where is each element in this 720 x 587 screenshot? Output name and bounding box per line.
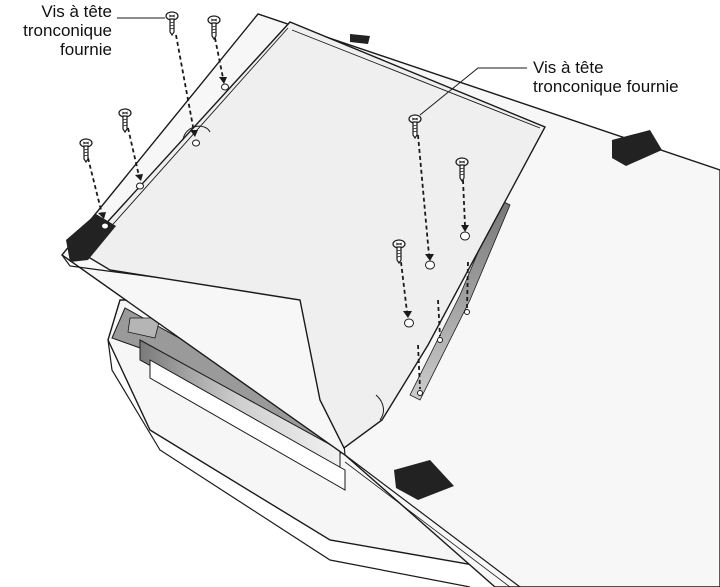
rubber-feet (66, 34, 662, 500)
screw-icon (455, 157, 469, 183)
guide-line (127, 127, 140, 177)
cover-panel (78, 21, 546, 450)
guide-line (417, 134, 430, 256)
screw-icon (165, 11, 179, 37)
arrow-head-icon (425, 254, 434, 261)
screw-hole (221, 83, 229, 91)
arrow-head-icon (219, 77, 227, 84)
callout-leader-right (419, 67, 527, 116)
screw-icon (392, 239, 406, 265)
guide-line (87, 157, 103, 215)
screw-hole (404, 318, 414, 328)
guide-line (437, 299, 441, 337)
screw-icon (79, 138, 93, 164)
arrow-head-icon (190, 130, 198, 137)
screw-hole (464, 309, 470, 315)
guide-lines (87, 34, 469, 390)
guide-line (175, 34, 195, 133)
screw-holes (101, 83, 470, 396)
rubber-foot-top (350, 34, 370, 44)
callout-label-right: Vis à tête tronconique fournie (533, 58, 679, 96)
arrow-heads (98, 77, 469, 318)
guide-line (400, 261, 408, 313)
screw-hole (437, 337, 443, 343)
screw-hole (417, 390, 423, 396)
arrow-head-icon (98, 212, 106, 219)
callout-left-line2: tronconique (23, 21, 112, 40)
screw-hole (101, 222, 109, 230)
callout-right-line2: tronconique fournie (533, 77, 679, 96)
arrow-head-icon (403, 311, 412, 318)
rubber-foot-bottom (394, 460, 454, 500)
guide-line (417, 344, 421, 390)
screw-hole (460, 231, 470, 241)
callout-right-line1: Vis à tête (533, 58, 604, 77)
arrow-head-icon (135, 174, 143, 181)
screw-icon (408, 114, 422, 140)
callout-label-left: Vis à tête tronconique fournie (0, 2, 112, 59)
callout-left-line1: Vis à tête (41, 2, 112, 21)
guide-line (466, 261, 469, 309)
screw-icon (207, 15, 221, 41)
callout-leaders (117, 17, 527, 116)
screw-hole (192, 139, 200, 147)
arrow-head-icon (461, 225, 469, 232)
guide-line (462, 179, 466, 227)
callout-left-line3: fournie (60, 40, 112, 59)
screw-hole (425, 260, 435, 270)
screw-icon (118, 108, 132, 134)
rubber-foot-right (612, 130, 662, 166)
screws (79, 11, 469, 265)
screw-hole (136, 182, 144, 190)
